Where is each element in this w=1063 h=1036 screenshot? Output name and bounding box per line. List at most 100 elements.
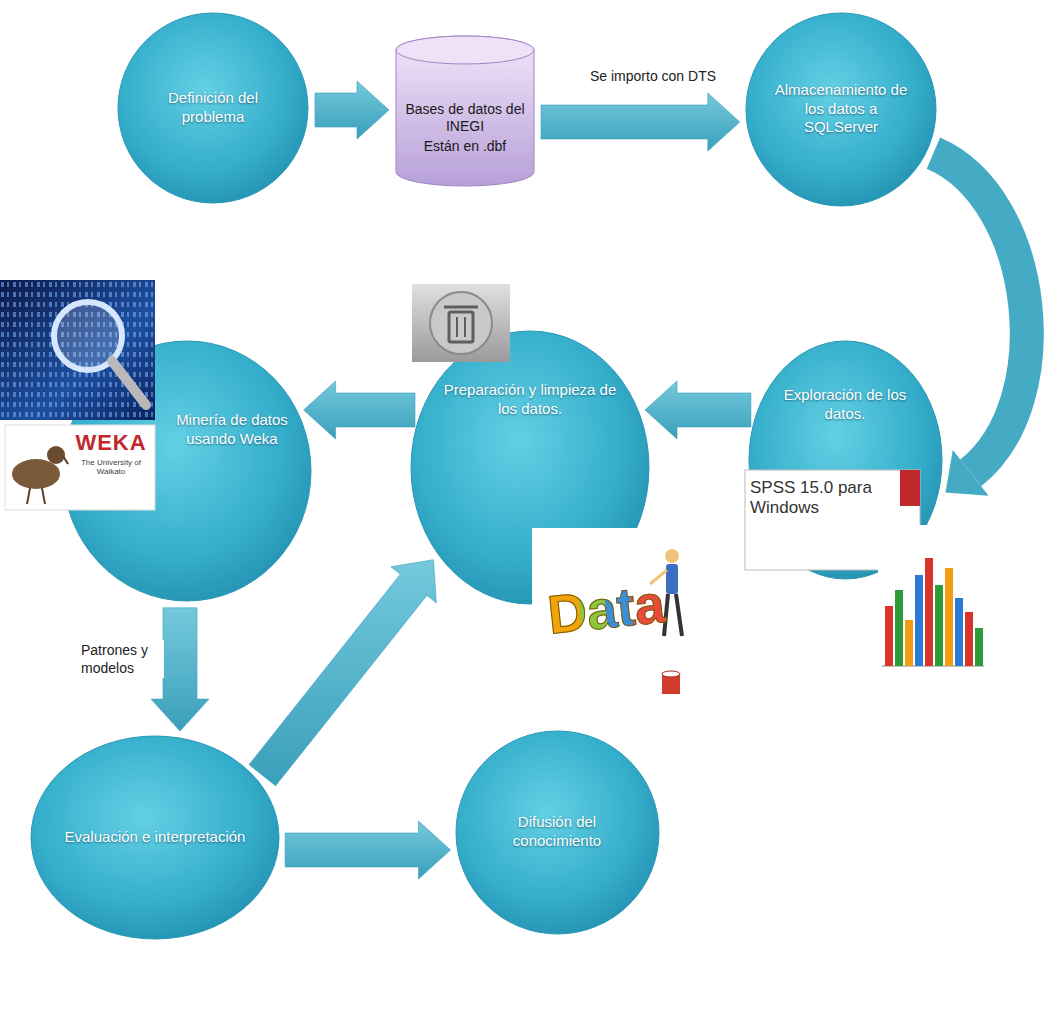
chart-bar	[925, 558, 933, 666]
logo-ground	[5, 425, 155, 510]
node-label: Bases de datos del INEGI	[399, 101, 531, 136]
picture-ground	[0, 280, 155, 420]
node-outline	[748, 340, 943, 580]
arrow-head	[945, 450, 988, 496]
weka-logo	[5, 425, 155, 510]
picture-ground	[412, 284, 510, 362]
bird-body	[12, 459, 60, 489]
trash-lid	[444, 306, 478, 309]
chart-bar	[905, 620, 913, 666]
trash-rib	[464, 317, 466, 337]
painter-leg	[664, 594, 668, 636]
block-arrow	[541, 93, 740, 151]
connector	[645, 381, 751, 439]
magnifier-lens	[54, 302, 122, 370]
spss-box	[745, 470, 920, 570]
spss-ground	[745, 470, 920, 570]
chart-bar	[975, 628, 983, 666]
painter-leg	[676, 594, 682, 636]
block-arrow	[285, 821, 450, 879]
node-label: Difusión del conocimiento	[482, 813, 632, 851]
connector	[315, 81, 389, 139]
bird-beak	[63, 456, 68, 464]
block-arrow	[304, 381, 415, 439]
node-text-box: Definición del problema	[148, 89, 278, 127]
node-label: Definición del problema	[148, 89, 278, 127]
connector	[249, 560, 436, 786]
node-text-box: Bases de datos del INEGI Están en .dbf	[399, 101, 531, 156]
curved-arrow-body	[933, 153, 1026, 473]
chart-bar	[885, 606, 893, 666]
circle-outline	[456, 731, 659, 934]
process-circle: Exploración de los datos.	[748, 340, 943, 580]
circle-outline	[63, 341, 311, 601]
process-circle: Definición del problema	[117, 12, 309, 204]
chart-bar	[915, 575, 923, 666]
chart-bar	[935, 585, 943, 666]
edge-label: Patrones y modelos	[78, 640, 164, 678]
bar-chart-picture	[878, 525, 988, 675]
process-circle: Preparación y limpieza de los datos.	[410, 330, 650, 605]
bird-head	[47, 446, 65, 464]
bucket-rim	[662, 671, 680, 677]
edge-label: Se importo con DTS	[575, 66, 731, 86]
node-text-box: Almacenamiento de los datos a SQLServer	[766, 81, 916, 137]
picture-word: Data	[545, 574, 668, 645]
chart-bar	[945, 568, 953, 666]
software-label: SPSS 15.0 para Windows	[750, 478, 895, 519]
trash-picture	[412, 284, 510, 362]
painter-head	[665, 549, 679, 563]
database-cylinder: Bases de datos del INEGI Están en .dbf	[395, 36, 535, 186]
connector	[933, 153, 1026, 495]
spss-mark	[900, 470, 920, 506]
circle-outline	[746, 13, 936, 206]
binary-picture	[0, 280, 155, 420]
node-label: Evaluación e interpretación	[43, 828, 268, 847]
painter-body	[666, 564, 678, 594]
trash-badge	[430, 292, 492, 354]
chart-bar	[965, 612, 973, 666]
process-circle: Almacenamiento de los datos a SQLServer	[745, 12, 937, 207]
chart-bar	[895, 590, 903, 666]
node-outline	[410, 330, 650, 605]
block-arrow	[249, 560, 436, 786]
chart-axis	[882, 666, 984, 667]
node-label: Minería de datos usando Weka	[162, 411, 302, 449]
logo-caption: The University of Waikato	[70, 458, 152, 476]
cylinder-body	[396, 36, 534, 186]
chart-ground	[878, 525, 988, 675]
node-label: Están en .dbf	[399, 138, 531, 156]
trash-can	[449, 312, 473, 342]
node-label: Preparación y limpieza de los datos.	[440, 381, 620, 419]
logo-text: WEKA	[70, 430, 152, 456]
bird-leg	[42, 488, 45, 504]
process-circle: Evaluación e interpretación	[30, 735, 280, 940]
node-label: Exploración de los datos.	[765, 386, 925, 424]
painter-arm	[650, 570, 667, 584]
chart-bar	[955, 598, 963, 666]
paint-bucket	[662, 674, 680, 694]
node-text-box: Difusión del conocimiento	[482, 813, 632, 851]
bird-leg	[27, 488, 30, 504]
data-picture	[532, 528, 697, 700]
circle-outline	[411, 331, 649, 604]
connector	[541, 93, 740, 151]
digit-pattern	[0, 280, 155, 420]
trash-rib	[456, 317, 458, 337]
circle-outline	[118, 13, 308, 203]
magnifier-handle	[112, 361, 146, 405]
block-arrow	[315, 81, 389, 139]
node-text-box: Evaluación e interpretación	[43, 828, 268, 847]
circle-outline	[749, 341, 942, 579]
picture-ground	[532, 528, 697, 700]
circle-outline	[31, 736, 279, 939]
node-label: Almacenamiento de los datos a SQLServer	[766, 81, 916, 137]
connector	[285, 821, 450, 879]
node-text-box: Minería de datos usando Weka	[162, 411, 302, 449]
node-text-box: Preparación y limpieza de los datos.	[440, 381, 620, 419]
node-text-box: Exploración de los datos.	[765, 386, 925, 424]
block-arrow	[645, 381, 751, 439]
cylinder-top	[396, 36, 534, 64]
